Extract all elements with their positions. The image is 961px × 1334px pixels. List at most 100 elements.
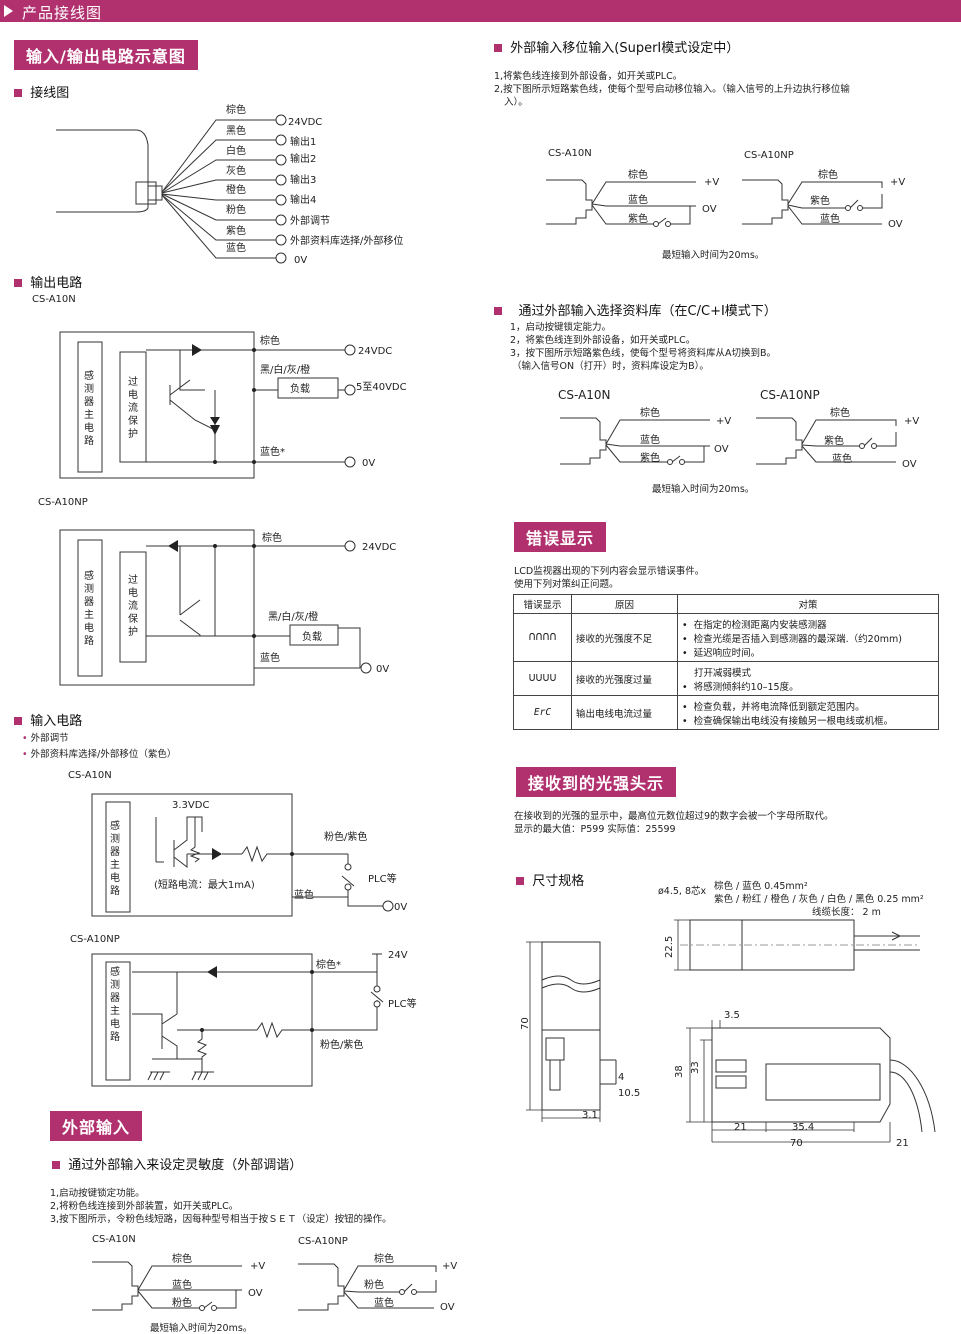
err-fix-text: 检查负载，并将电流降低到额定范围内。 [693,701,865,713]
inp-np-main-circuit: 感测器主电路 [110,967,120,1043]
error-desc-1: LCD监视器出现的下列内容会显示错误事件。 [514,566,705,577]
ext-min-time: 最短输入时间为20ms。 [150,1323,253,1334]
light-tag: 接收到的光强头示 [516,767,677,797]
dims-spec-1: ø4.5, 8芯x [658,886,707,897]
ext-step-3: 3,按下图所示，令粉色线短路，因每种型号相当于按ＳＥＴ（设定）按钮的操作。 [50,1214,392,1225]
shift-wire-np: 棕色 +V 紫色 蓝色 OV [742,168,905,230]
bank-n-blue: 蓝色 [640,433,660,446]
input-item-2: • 外部资料库选择/外部移位（紫色） [22,748,176,761]
bank-wire-np: 棕色 +V 紫色 蓝色 OV [756,406,919,470]
wire-color-8: 蓝色 [226,241,246,254]
shift-min-time: 最短输入时间为20ms。 [662,250,765,261]
bank-title: 通过外部输入选择资料库（在C/C+I模式下） [518,304,777,319]
shift-title: 外部输入移位输入(SuperI模式设定中） [510,41,740,56]
input-circuit-np: 棕色* 24V PLC等 粉色/紫色 [91,950,417,1087]
error-table: 错误显示 原因 对策 ᑎᑎᑎᑎ 接收的光强度不足 • 在指定的检测距离内安装感测… [513,594,939,730]
wire-label-6: 外部调节 [290,214,330,227]
table-row: ᑎᑎᑎᑎ 接收的光强度不足 • 在指定的检测距离内安装感测器 • 检查光缆是否插… [513,613,939,662]
io-section-tag: 输入/输出电路示意图 [14,40,198,70]
shift-np-purple: 紫色 [810,194,830,207]
bank-step-1: 1，启动按键锁定能力。 [510,322,612,333]
bank-np-vplus: +V [904,416,919,427]
ext-wire-np: 棕色 +V 粉色 蓝色 OV [298,1252,457,1313]
shift-step-1: 1,将紫色线连接到外部设备，如开关或PLC。 [494,71,683,82]
shift-step-3: 入）。 [504,97,528,108]
wire-color-6: 粉色 [226,203,246,216]
wire-label-7: 外部资料库选择/外部移位 [290,234,403,247]
wire-label-2: 输出1 [290,135,316,148]
square-bullet-icon [52,1161,60,1169]
inp-n-short-current: (短路电流：最大1mA) [154,878,255,891]
light-line-2: 显示的最大值：P599 实际值：25599 [514,824,676,835]
dot-bullet-icon: • [22,749,28,760]
ext-tuning-title: 通过外部输入来设定灵敏度（外部调谐） [68,1158,303,1173]
shift-wire-n: 棕色 +V 蓝色 OV 紫色 [546,168,719,227]
ext-step-2: 2,将粉色线连接到外部装置，如开关或PLC。 [50,1201,239,1212]
input-circuit-n: 3.3VDC (短路电流：最大1mA) 粉色/紫色 PLC等 蓝色 0V [91,793,407,917]
out-np-main-circuit: 感测器主电路 [84,571,94,647]
inp-np-24v: 24V [388,950,408,961]
shift-n-brown: 棕色 [628,168,648,181]
out-np-protect: 过电流保护 [128,575,138,638]
dim-33: 33 [690,1061,701,1074]
bank-model-n: CS-A10N [558,388,611,402]
wire-color-3: 白色 [226,144,246,157]
bank-n-brown: 棕色 [640,406,660,419]
page-title: 产品接线图 [22,4,103,22]
out-n-5-40v: 5至40VDC [356,381,407,393]
input-item-2-text: 外部资料库选择/外部移位（紫色） [30,749,177,760]
err-fix-2-1: 打开减弱模式 [694,667,752,679]
bank-min-time: 最短输入时间为20ms。 [652,484,755,495]
err-fix-1-1: • 在指定的检测距离内安装感测器 [682,619,827,631]
output-circuit-heading: 输出电路 [14,272,82,291]
out-n-protect: 过电流保护 [128,377,138,440]
err-fix-2: 打开减弱模式 • 将感测倾斜约10–15度。 [677,661,939,696]
err-fix-text: 将感测倾斜约10–15度。 [693,681,799,693]
out-np-blue: 蓝色 [260,651,280,664]
square-bullet-icon [14,279,22,287]
inp-np-brown-star: 棕色* [316,958,341,971]
bank-n-purple: 紫色 [640,451,660,464]
ext-step-1: 1,启动按键锁定功能。 [50,1188,145,1199]
inp-n-0v: 0V [394,902,407,913]
shift-np-brown: 棕色 [818,168,838,181]
out-np-brown: 棕色 [262,531,282,544]
err-fix-text: 在指定的检测距离内安装感测器 [693,619,827,631]
dim-70-vertical: 70 [520,1017,531,1030]
ext-wire-n: 棕色 +V 蓝色 OV 粉色 [92,1252,265,1311]
out-n-load: 负载 [290,382,310,395]
bank-heading: 通过外部输入选择资料库（在C/C+I模式下） [494,300,777,319]
dim-21: 21 [734,1122,747,1133]
bank-np-brown: 棕色 [830,406,850,419]
dims-spec-4: 线缆长度： 2 m [812,907,881,918]
wire-color-2: 黑色 [226,124,246,137]
err-fix-3-1: • 检查负载，并将电流降低到额定范围内。 [682,701,865,713]
dim-21-cable: 21 [896,1138,909,1149]
input-model-n: CS-A10N [68,770,112,781]
shift-np-vplus: +V [890,177,905,188]
err-fix-text: 检查确保输出电线没有接触另一根电线或机框。 [693,715,894,727]
input-model-np: CS-A10NP [70,934,120,945]
wire-color-7: 紫色 [226,224,246,237]
dims-spec-2: 棕色 / 蓝色 0.45mm² [714,881,808,892]
bank-step-3: 3，按下图所示短路紫色线，使每个型号将资料库从A切换到B。 [510,348,777,359]
err-fix-text: 检查光缆是否插入到感测器的最深端.（约20mm) [693,633,902,645]
ext-np-vplus: +V [442,1261,457,1272]
dim-22-5: 22.5 [664,936,675,958]
table-row: ErC 输出电线电流过量 • 检查负载，并将电流降低到额定范围内。 • 检查确保… [513,695,939,730]
ext-np-blue: 蓝色 [374,1296,394,1309]
wiring-heading: 接线图 [14,82,69,101]
output-circuit-np: 棕色 黑/白/灰/橙 负载 24VDC 蓝色 0V [59,529,396,686]
inp-n-plc: PLC等 [368,872,397,885]
wire-label-1: 24VDC [288,117,322,128]
ext-n-pink: 粉色 [172,1296,192,1309]
err-code-3: ErC [513,695,572,730]
wire-color-1: 棕色 [226,103,246,116]
err-fix-1-3: • 延迟响应时间。 [682,647,761,659]
ext-np-0v: OV [440,1302,455,1313]
play-arrow-icon [4,5,13,17]
th-fix: 对策 [677,594,939,614]
out-n-main-circuit: 感测器主电路 [84,371,94,447]
out-np-24v: 24VDC [362,542,396,553]
out-n-brown: 棕色 [260,334,280,347]
